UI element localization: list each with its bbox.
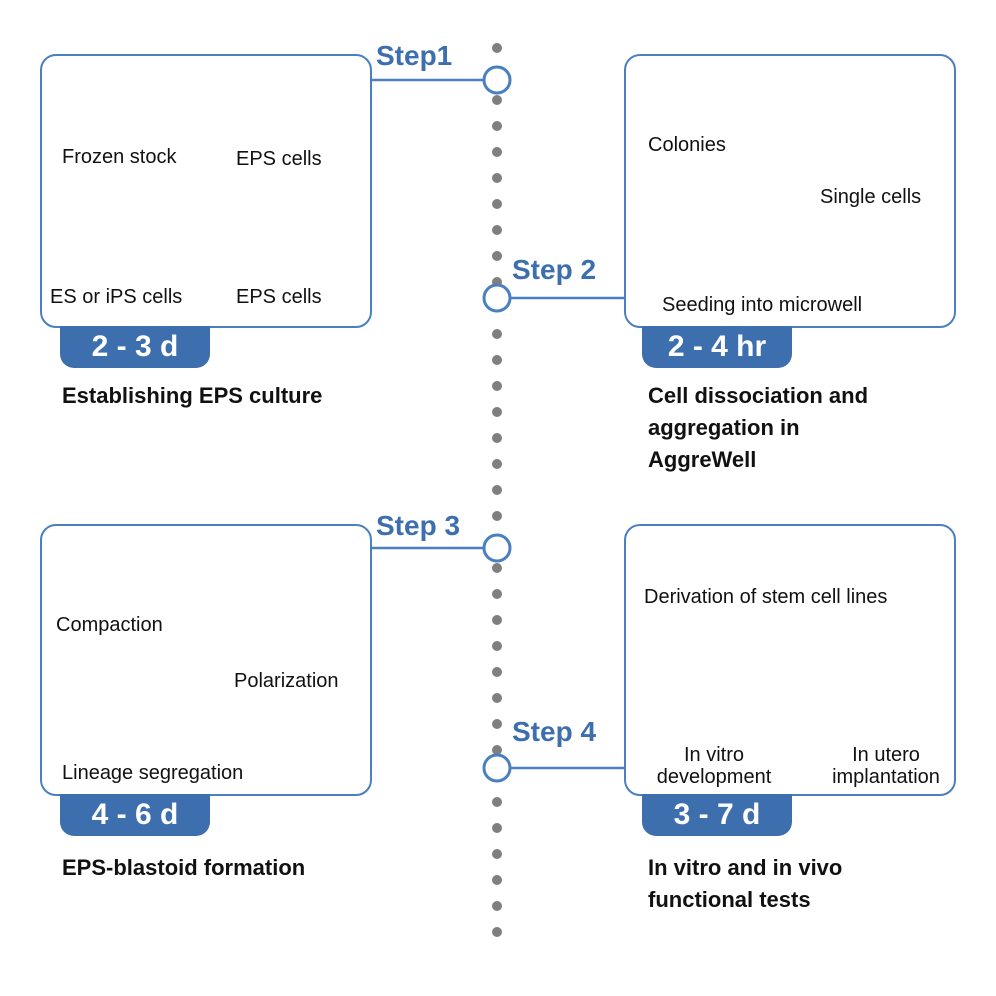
- step1-duration: 2 - 3 d: [91, 330, 179, 363]
- timeline-dot: [492, 173, 502, 183]
- timeline-dot: [492, 901, 502, 911]
- step3-node: [482, 533, 512, 563]
- step2-node: [482, 283, 512, 313]
- timeline-dot: [492, 121, 502, 131]
- timeline-dot: [492, 875, 502, 885]
- timeline-dot: [492, 719, 502, 729]
- step1-panel: [40, 54, 372, 328]
- in-vitro-development-label: In vitro development: [642, 744, 786, 788]
- in-vitro-line2: development: [656, 766, 772, 788]
- timeline-dot: [492, 797, 502, 807]
- eps-cells-label-1: EPS cells: [236, 148, 322, 170]
- step4-title-line2: functional tests: [648, 887, 811, 912]
- step2-duration: 2 - 4 hr: [667, 330, 767, 363]
- timeline-dot: [492, 407, 502, 417]
- step1-duration-tab: 2 - 3 d: [60, 326, 210, 368]
- step4-title: In vitro and in vivo functional tests: [648, 852, 842, 916]
- timeline-dot: [492, 511, 502, 521]
- step3-title: EPS-blastoid formation: [62, 855, 306, 880]
- timeline-dot: [492, 43, 502, 53]
- step1-label: Step1: [376, 40, 453, 71]
- timeline-dot: [492, 251, 502, 261]
- timeline: [482, 43, 512, 937]
- in-utero-implantation-label: In utero implantation: [814, 744, 958, 788]
- timeline-dot: [492, 147, 502, 157]
- lineage-segregation-label: Lineage segregation: [62, 762, 244, 784]
- frozen-stock-label: Frozen stock: [62, 146, 177, 168]
- timeline-dot: [492, 667, 502, 677]
- step2-title: Cell dissociation and aggregation in Agg…: [648, 380, 868, 476]
- step1-node: [482, 65, 512, 95]
- in-utero-line1: In utero: [852, 744, 920, 766]
- timeline-dot: [492, 329, 502, 339]
- es-ips-cells-label: ES or iPS cells: [50, 286, 183, 308]
- step4-node: [482, 753, 512, 783]
- timeline-dot: [492, 563, 502, 573]
- in-utero-line2: implantation: [832, 766, 940, 788]
- timeline-dot: [492, 615, 502, 625]
- timeline-dot: [492, 927, 502, 937]
- timeline-dot: [492, 693, 502, 703]
- step2-label: Step 2: [512, 254, 597, 285]
- timeline-dot: [492, 641, 502, 651]
- compaction-label: Compaction: [56, 614, 163, 636]
- timeline-dot: [492, 225, 502, 235]
- single-cells-label: Single cells: [820, 186, 922, 208]
- step3-panel: [40, 524, 372, 796]
- polarization-label: Polarization: [234, 670, 339, 692]
- in-vitro-line1: In vitro: [683, 744, 745, 766]
- connectors: [372, 78, 624, 770]
- step2-title-line2: aggregation in: [648, 415, 800, 440]
- step4-title-line1: In vitro and in vivo: [648, 855, 843, 880]
- timeline-dot: [492, 589, 502, 599]
- eps-cells-label-2: EPS cells: [236, 286, 322, 308]
- timeline-dot: [492, 199, 502, 209]
- step3-duration-tab: 4 - 6 d: [60, 794, 210, 836]
- timeline-dot: [492, 433, 502, 443]
- step2-duration-tab: 2 - 4 hr: [642, 326, 792, 368]
- timeline-dot: [492, 745, 502, 755]
- colonies-label: Colonies: [648, 134, 726, 156]
- timeline-dot: [492, 355, 502, 365]
- seeding-label: Seeding into microwell: [662, 294, 863, 316]
- step4-label: Step 4: [512, 716, 597, 747]
- step2-panel: [624, 54, 956, 328]
- step2-title-line1: Cell dissociation and: [648, 383, 869, 408]
- timeline-dot: [492, 849, 502, 859]
- step2-title-line3: AggreWell: [648, 447, 757, 472]
- timeline-dot: [492, 381, 502, 391]
- step1-title: Establishing EPS culture: [62, 383, 323, 408]
- step4-duration: 3 - 7 d: [673, 798, 761, 831]
- step3-duration: 4 - 6 d: [91, 798, 179, 831]
- timeline-dot: [492, 485, 502, 495]
- timeline-dot: [492, 95, 502, 105]
- timeline-dot: [492, 823, 502, 833]
- step3-label: Step 3: [376, 510, 461, 541]
- step4-duration-tab: 3 - 7 d: [642, 794, 792, 836]
- timeline-dot: [492, 459, 502, 469]
- derivation-label: Derivation of stem cell lines: [644, 586, 888, 608]
